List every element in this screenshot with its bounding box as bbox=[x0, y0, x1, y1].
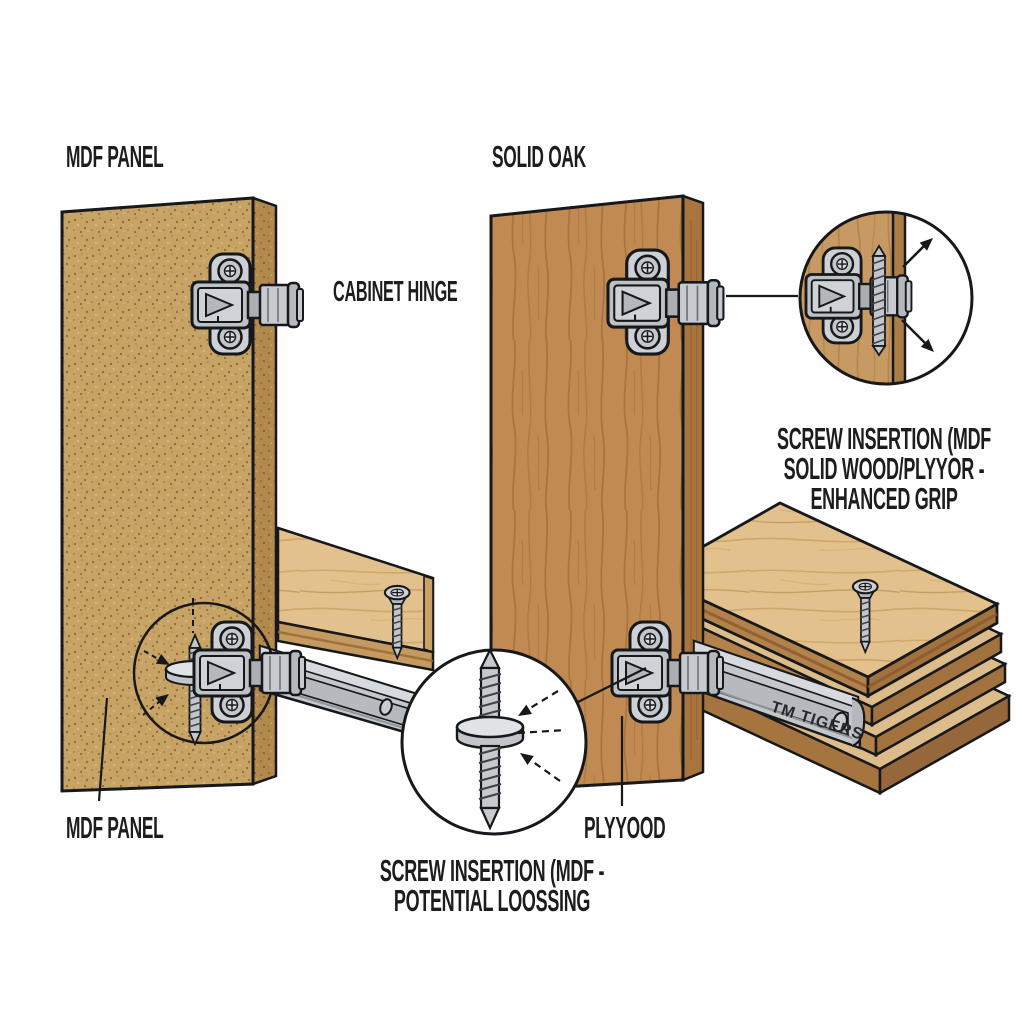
label-plywood: PLYYOOD bbox=[584, 810, 666, 845]
washer-arrows bbox=[515, 690, 567, 782]
label-line: SCREW INSERTION (MDF - bbox=[379, 853, 605, 888]
label-mdf-panel-top: MDF PANEL bbox=[66, 139, 164, 174]
label-cabinet-hinge: CABINET HINGE bbox=[333, 276, 458, 308]
connector-lines bbox=[97, 294, 798, 806]
cabinet-hinge-oak-top bbox=[606, 248, 726, 356]
callout-pointer-line bbox=[575, 667, 647, 704]
screw-through-wood bbox=[871, 244, 887, 357]
label-line: ENHANCED GRIP bbox=[810, 481, 958, 516]
label-screw-insertion-right: SCREW INSERTION (MDF SOLID WOOD/PLYYOR -… bbox=[768, 421, 1000, 516]
cabinet-hinge-mdf-top bbox=[190, 252, 305, 356]
plywood-shelf bbox=[276, 526, 435, 672]
label-solid-oak: SOLID OAK bbox=[492, 139, 586, 174]
loosening-arrows bbox=[142, 650, 173, 716]
callout-circle-screw-washer bbox=[400, 647, 647, 836]
label-line: POTENTIAL LOOSSING bbox=[393, 883, 591, 918]
screw-with-washer-large bbox=[455, 647, 525, 831]
label-line: SOLID WOOD/PLYYOR - bbox=[783, 451, 985, 486]
label-line: SCREW INSERTION (MDF bbox=[777, 421, 991, 456]
label-screw-insertion-bottom: SCREW INSERTION (MDF - POTENTIAL LOOSSIN… bbox=[376, 853, 608, 918]
plywood-stack bbox=[647, 501, 1012, 796]
callout-circle-solid-wood-grip bbox=[798, 210, 974, 386]
mdf-panel bbox=[60, 196, 278, 793]
grip-arrows bbox=[901, 233, 938, 356]
label-mdf-panel-bottom: MDF PANEL bbox=[66, 810, 164, 845]
